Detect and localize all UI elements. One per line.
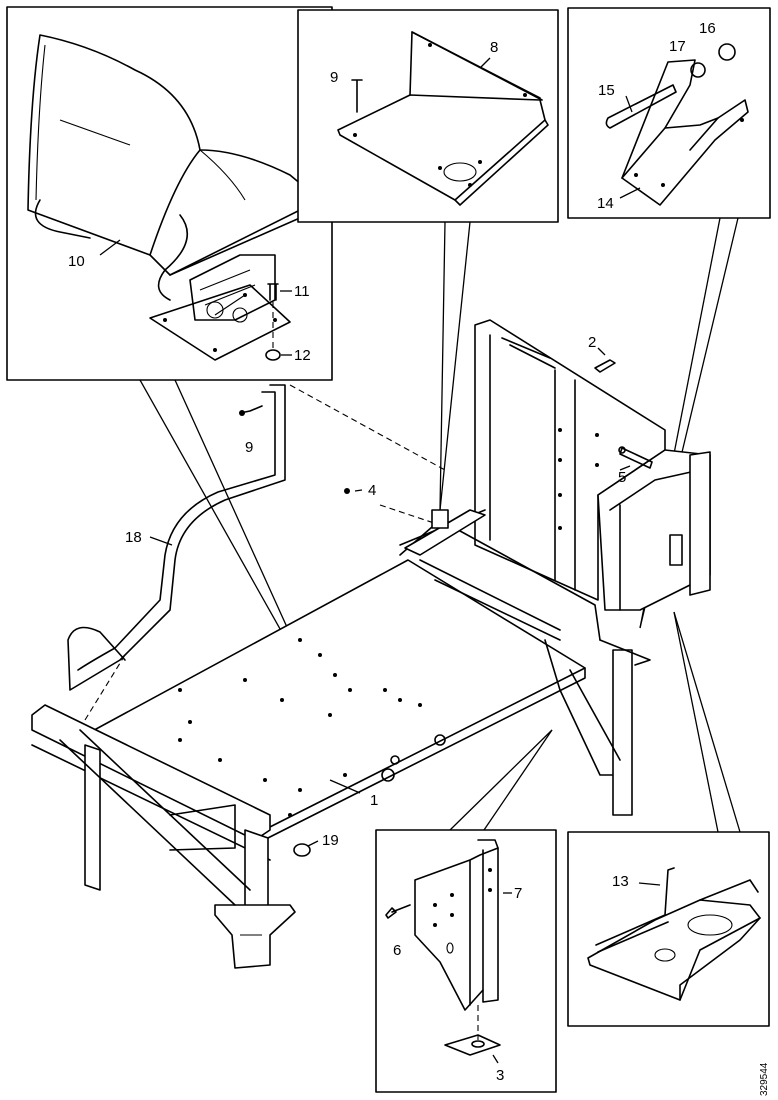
document-id: 329544	[759, 1062, 770, 1096]
callout-2: 2	[588, 334, 596, 351]
callout-16: 16	[699, 20, 716, 37]
leader-wedges	[139, 217, 741, 833]
callout-4: 4	[368, 482, 376, 499]
detail-box-plate: 8 9	[297, 9, 559, 223]
detail-box-vertical-bracket: 3 6 7	[375, 829, 557, 1093]
callout-5: 5	[618, 469, 626, 486]
callout-9-main: 9	[245, 439, 253, 456]
callout-8: 8	[490, 39, 498, 56]
callout-1: 1	[370, 792, 378, 809]
callout-13: 13	[612, 873, 629, 890]
callout-12: 12	[294, 347, 311, 364]
callout-11: 11	[294, 283, 310, 300]
callout-10: 10	[68, 253, 85, 270]
callout-18: 18	[125, 529, 142, 546]
callout-19: 19	[322, 832, 339, 849]
detail-box-seat: 10 11 12	[6, 6, 333, 381]
detail-box-bracket: 14 15 16 17	[567, 7, 771, 219]
callout-7: 7	[514, 885, 522, 902]
main-frame-assembly: 1 2 4 5 9 18 19	[31, 319, 711, 969]
callout-9-top: 9	[330, 69, 338, 86]
callout-14: 14	[597, 195, 614, 212]
detail-box-tray: 13	[567, 831, 770, 1027]
callout-6: 6	[393, 942, 401, 959]
callout-3: 3	[496, 1067, 504, 1084]
callout-17: 17	[669, 38, 686, 55]
callout-15: 15	[598, 82, 615, 99]
